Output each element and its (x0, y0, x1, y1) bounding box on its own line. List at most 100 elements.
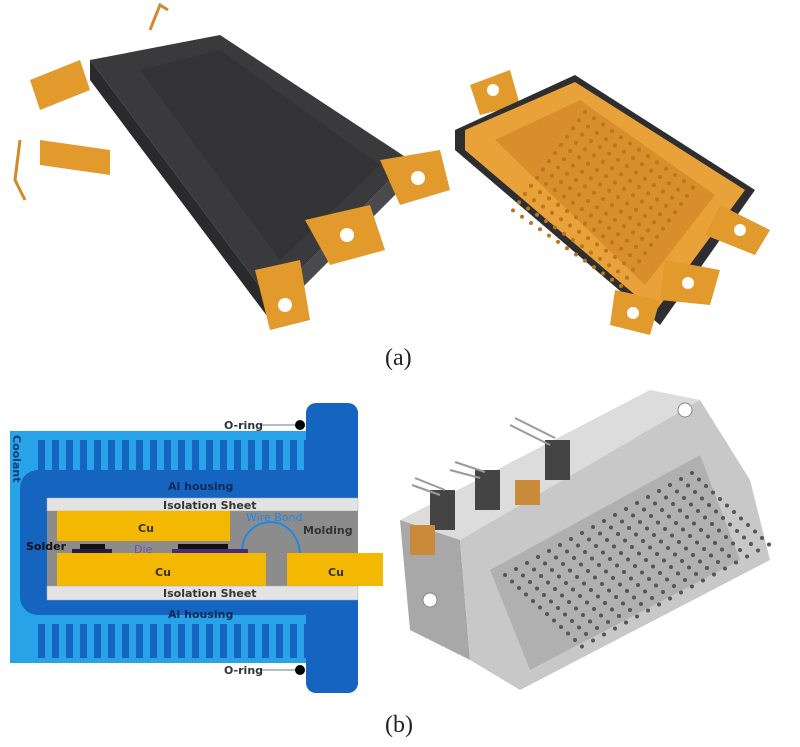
pin (601, 159, 605, 164)
pin (589, 588, 593, 592)
fin (234, 440, 241, 472)
pin (634, 244, 638, 249)
pin (580, 207, 584, 212)
pin (556, 606, 560, 610)
pin (716, 560, 720, 564)
pin (701, 578, 705, 583)
fin (52, 440, 59, 472)
pin (610, 607, 614, 612)
pin (547, 159, 551, 164)
pin (667, 514, 671, 519)
pin (570, 619, 574, 623)
pin (565, 209, 569, 213)
pin (693, 490, 697, 494)
pin (760, 536, 764, 540)
solder (72, 549, 112, 553)
pin (592, 607, 596, 611)
pin (586, 124, 590, 129)
pin (598, 145, 602, 150)
pin (642, 507, 646, 512)
pin (514, 567, 518, 571)
pin (607, 188, 611, 193)
pin (639, 602, 643, 606)
pin (610, 277, 614, 282)
pin (674, 521, 678, 525)
pin (584, 632, 588, 636)
pin (692, 521, 696, 526)
pin (580, 531, 584, 535)
fin (80, 624, 87, 658)
pin (577, 625, 581, 630)
pin (619, 246, 623, 251)
pin (680, 559, 684, 563)
molding-label: Molding (303, 524, 353, 537)
cooling-fins (38, 440, 311, 658)
pin (542, 593, 546, 597)
pin (635, 614, 639, 619)
pin (689, 502, 693, 507)
pin (598, 531, 602, 536)
pin (589, 250, 593, 255)
pin (536, 555, 540, 559)
pin (721, 516, 725, 520)
fin (164, 440, 171, 472)
pin (649, 514, 653, 518)
fin (220, 624, 227, 658)
fin (80, 440, 87, 472)
pin (646, 228, 650, 233)
pin (543, 561, 547, 566)
pin (682, 179, 686, 184)
fin (290, 624, 297, 658)
o-ring-top-label: O-ring (224, 419, 263, 432)
pin (616, 157, 620, 162)
pin (583, 184, 587, 189)
pin (591, 638, 595, 643)
pin (617, 614, 621, 618)
pin (610, 203, 614, 208)
coolant-label: Coolant (10, 435, 23, 482)
pin (647, 577, 651, 581)
pin (557, 574, 561, 579)
pin (630, 545, 634, 549)
pin (590, 556, 594, 561)
pin (616, 232, 620, 237)
pin (631, 156, 635, 160)
pin (682, 496, 686, 500)
pin (601, 234, 605, 239)
pin (723, 566, 727, 571)
pin (625, 164, 629, 169)
pin (707, 503, 711, 507)
pin (676, 571, 680, 576)
fin (66, 624, 73, 658)
pin (600, 582, 604, 586)
pin (552, 618, 556, 623)
pin (577, 192, 581, 197)
pin (691, 553, 695, 557)
pin (620, 519, 624, 524)
pin (565, 171, 569, 176)
pin (685, 515, 689, 519)
pin (664, 495, 668, 500)
pin (725, 503, 729, 508)
pin (625, 589, 629, 593)
fin (108, 440, 115, 472)
fin (122, 624, 129, 658)
pin (517, 586, 521, 590)
pin (624, 507, 628, 511)
pin (538, 190, 542, 195)
pin (592, 227, 596, 232)
pin (619, 172, 623, 177)
pin (691, 185, 695, 190)
pin (595, 626, 599, 630)
pin (579, 562, 583, 567)
pin (610, 166, 614, 171)
pin (614, 595, 618, 599)
o-ring-bottom (295, 665, 305, 675)
pin (558, 543, 562, 547)
pin (628, 178, 632, 183)
pin (616, 532, 620, 536)
pin (636, 583, 640, 587)
pin (568, 568, 572, 573)
fin (262, 440, 269, 472)
pin (550, 173, 554, 178)
